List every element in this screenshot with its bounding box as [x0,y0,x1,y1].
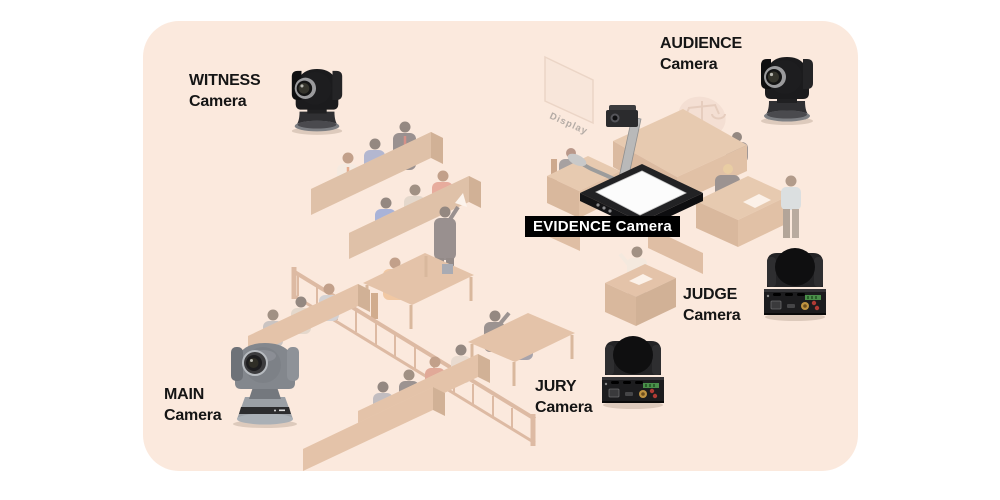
jury-camera-image [597,331,669,414]
audience-camera-label: AUDIENCE Camera [660,35,742,73]
audience-camera-image [755,49,819,130]
counsel-table-2 [468,310,575,386]
jury-camera-label: JURY Camera [535,378,593,416]
judge-camera-image [759,243,831,326]
bailiff-figure [781,175,801,238]
judge-camera-label: JUDGE Camera [683,286,741,324]
counsel-table-1 [363,253,474,329]
gallery-benches [248,283,490,471]
jury-box [311,121,481,259]
main-camera-label: MAIN Camera [164,386,222,424]
podium-speaker [605,246,676,326]
diagram-card: Display [143,21,858,471]
main-camera-image [227,335,303,434]
courtroom-illustration: Display [248,55,801,471]
evidence-camera-label: EVIDENCE Camera [525,216,680,237]
witness-camera-label: WITNESS Camera [189,72,261,110]
witness-camera-image [286,61,348,140]
display-screen: Display [544,55,594,137]
